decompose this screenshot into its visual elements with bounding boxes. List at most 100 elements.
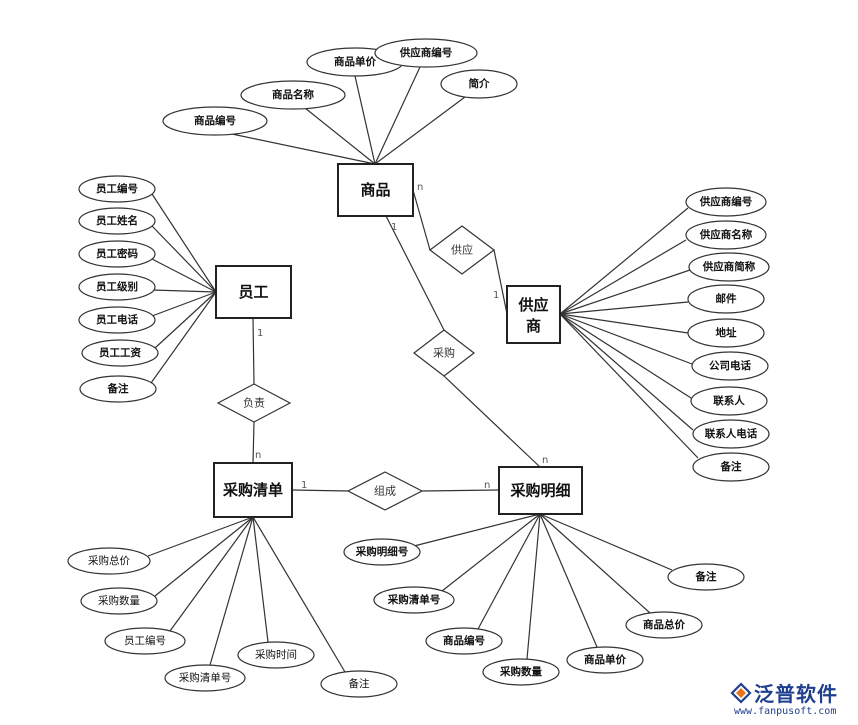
detail-attr-2: 商品编号 — [443, 634, 485, 647]
supplier-attr-3: 邮件 — [716, 292, 737, 305]
attr-ellipse — [164, 664, 246, 692]
card-goods-supply: n — [417, 182, 423, 193]
relationship-diamonds: 供应 采购 负责 组成 — [216, 225, 495, 511]
supplier-attribute-ellipses: 供应商编号 供应商名称 供应商简称 邮件 地址 公司电话 联系人 联系人电话 备… — [685, 187, 770, 482]
list-attr-4: 采购时间 — [255, 648, 297, 661]
connector-line — [559, 269, 691, 315]
attr-ellipse — [688, 252, 770, 282]
detail-attr-3: 采购数量 — [499, 665, 542, 678]
list-attribute-ellipses: 采购总价 采购数量 员工编号 采购清单号 采购时间 备注 — [67, 547, 398, 698]
attr-ellipse — [667, 563, 745, 591]
compose-diamond — [346, 471, 424, 511]
employee-attribute-ellipses: 员工编号 员工姓名 员工密码 员工级别 员工电话 员工工资 备注 — [78, 175, 159, 403]
attr-ellipse — [425, 627, 503, 655]
attr-ellipse — [566, 646, 644, 674]
attr-ellipse — [690, 386, 768, 416]
list-entity — [213, 462, 293, 518]
attr-ellipse — [237, 641, 315, 669]
supplier-entity-label-1: 供应 — [517, 296, 548, 314]
connector-line — [151, 289, 217, 293]
supplier-attr-4: 地址 — [716, 326, 737, 339]
attr-ellipse — [687, 318, 765, 348]
attr-ellipse — [67, 547, 151, 575]
goods-attr-0: 商品编号 — [194, 114, 236, 127]
connector-line — [374, 96, 466, 165]
connector-line — [252, 516, 269, 643]
supplier-attr-0: 供应商编号 — [699, 195, 753, 208]
attr-ellipse — [685, 220, 767, 250]
connector-line — [539, 513, 598, 648]
attr-ellipse — [162, 106, 268, 136]
connector-line — [559, 313, 693, 365]
employee-attr-5: 员工工资 — [99, 346, 141, 359]
connector-line — [526, 513, 541, 660]
attr-ellipse — [80, 587, 158, 615]
connector-line — [493, 249, 508, 315]
supplier-attr-6: 联系人 — [713, 394, 745, 407]
connector-line — [252, 421, 255, 464]
purchase-diamond — [413, 329, 475, 377]
goods-entity-label: 商品 — [360, 181, 390, 199]
list-entity-label: 采购清单 — [222, 481, 283, 499]
goods-attribute-ellipses: 商品编号 商品名称 商品单价 供应商编号 简介 — [162, 38, 518, 136]
employee-attr-6: 备注 — [107, 382, 129, 395]
goods-attr-2: 商品单价 — [334, 55, 376, 68]
brand-name: 泛普软件 — [754, 682, 838, 706]
list-attr-5: 备注 — [349, 677, 370, 690]
connector-line — [559, 313, 694, 431]
connector-line — [304, 107, 376, 165]
connector-line — [231, 133, 376, 165]
detail-attr-0: 采购明细号 — [355, 545, 409, 558]
card-goods-purchase: 1 — [391, 222, 397, 233]
connector-line — [151, 291, 217, 317]
detail-attr-4: 商品单价 — [584, 653, 626, 666]
attr-ellipse — [78, 240, 156, 268]
attr-ellipse — [320, 670, 398, 698]
connector-line — [252, 516, 346, 673]
attr-ellipse — [440, 69, 518, 99]
attr-ellipse — [78, 175, 156, 203]
employee-entity — [215, 265, 292, 319]
supplier-attr-1: 供应商名称 — [699, 228, 753, 241]
list-attr-2: 员工编号 — [124, 634, 166, 647]
connector-line — [559, 301, 689, 315]
connector-line — [252, 317, 255, 385]
goods-entity — [337, 163, 414, 217]
supplier-entity — [506, 285, 561, 344]
entity-boxes: 商品 员工 供应 商 采购清单 采购明细 — [213, 163, 583, 518]
detail-attr-1: 采购清单号 — [387, 593, 441, 606]
connector-line — [477, 513, 541, 630]
relation-compose: 组成 — [374, 484, 396, 498]
connector-line — [441, 513, 541, 592]
relation-supply: 供应 — [451, 243, 473, 257]
attr-ellipse — [78, 306, 156, 334]
connector-line — [154, 291, 217, 349]
attr-ellipse — [373, 586, 455, 614]
detail-attr-5: 商品总价 — [643, 618, 685, 631]
attr-ellipse — [687, 284, 765, 314]
supplier-entity-label-2: 商 — [526, 317, 541, 335]
attr-ellipse — [374, 38, 478, 68]
goods-attr-1: 商品名称 — [272, 88, 314, 101]
connector-line — [421, 489, 500, 492]
attr-ellipse — [343, 538, 421, 566]
attr-ellipse — [79, 375, 157, 403]
attr-ellipse — [78, 207, 156, 235]
connector-line — [539, 513, 651, 614]
employee-attr-3: 员工级别 — [96, 280, 138, 293]
connector-line — [443, 375, 541, 468]
list-attr-1: 采购数量 — [98, 594, 140, 607]
attr-ellipse — [692, 419, 770, 449]
supplier-attr-2: 供应商简称 — [702, 260, 756, 273]
connector-lines — [147, 66, 699, 673]
connector-line — [412, 189, 431, 251]
connector-line — [559, 207, 689, 315]
attr-ellipse — [625, 611, 703, 639]
detail-attr-6: 备注 — [695, 570, 717, 583]
detail-entity — [498, 466, 583, 515]
card-detail-purchase: n — [542, 455, 548, 466]
list-attr-0: 采购总价 — [88, 554, 130, 567]
employee-attr-2: 员工密码 — [96, 247, 138, 260]
supplier-attr-5: 公司电话 — [709, 359, 751, 372]
